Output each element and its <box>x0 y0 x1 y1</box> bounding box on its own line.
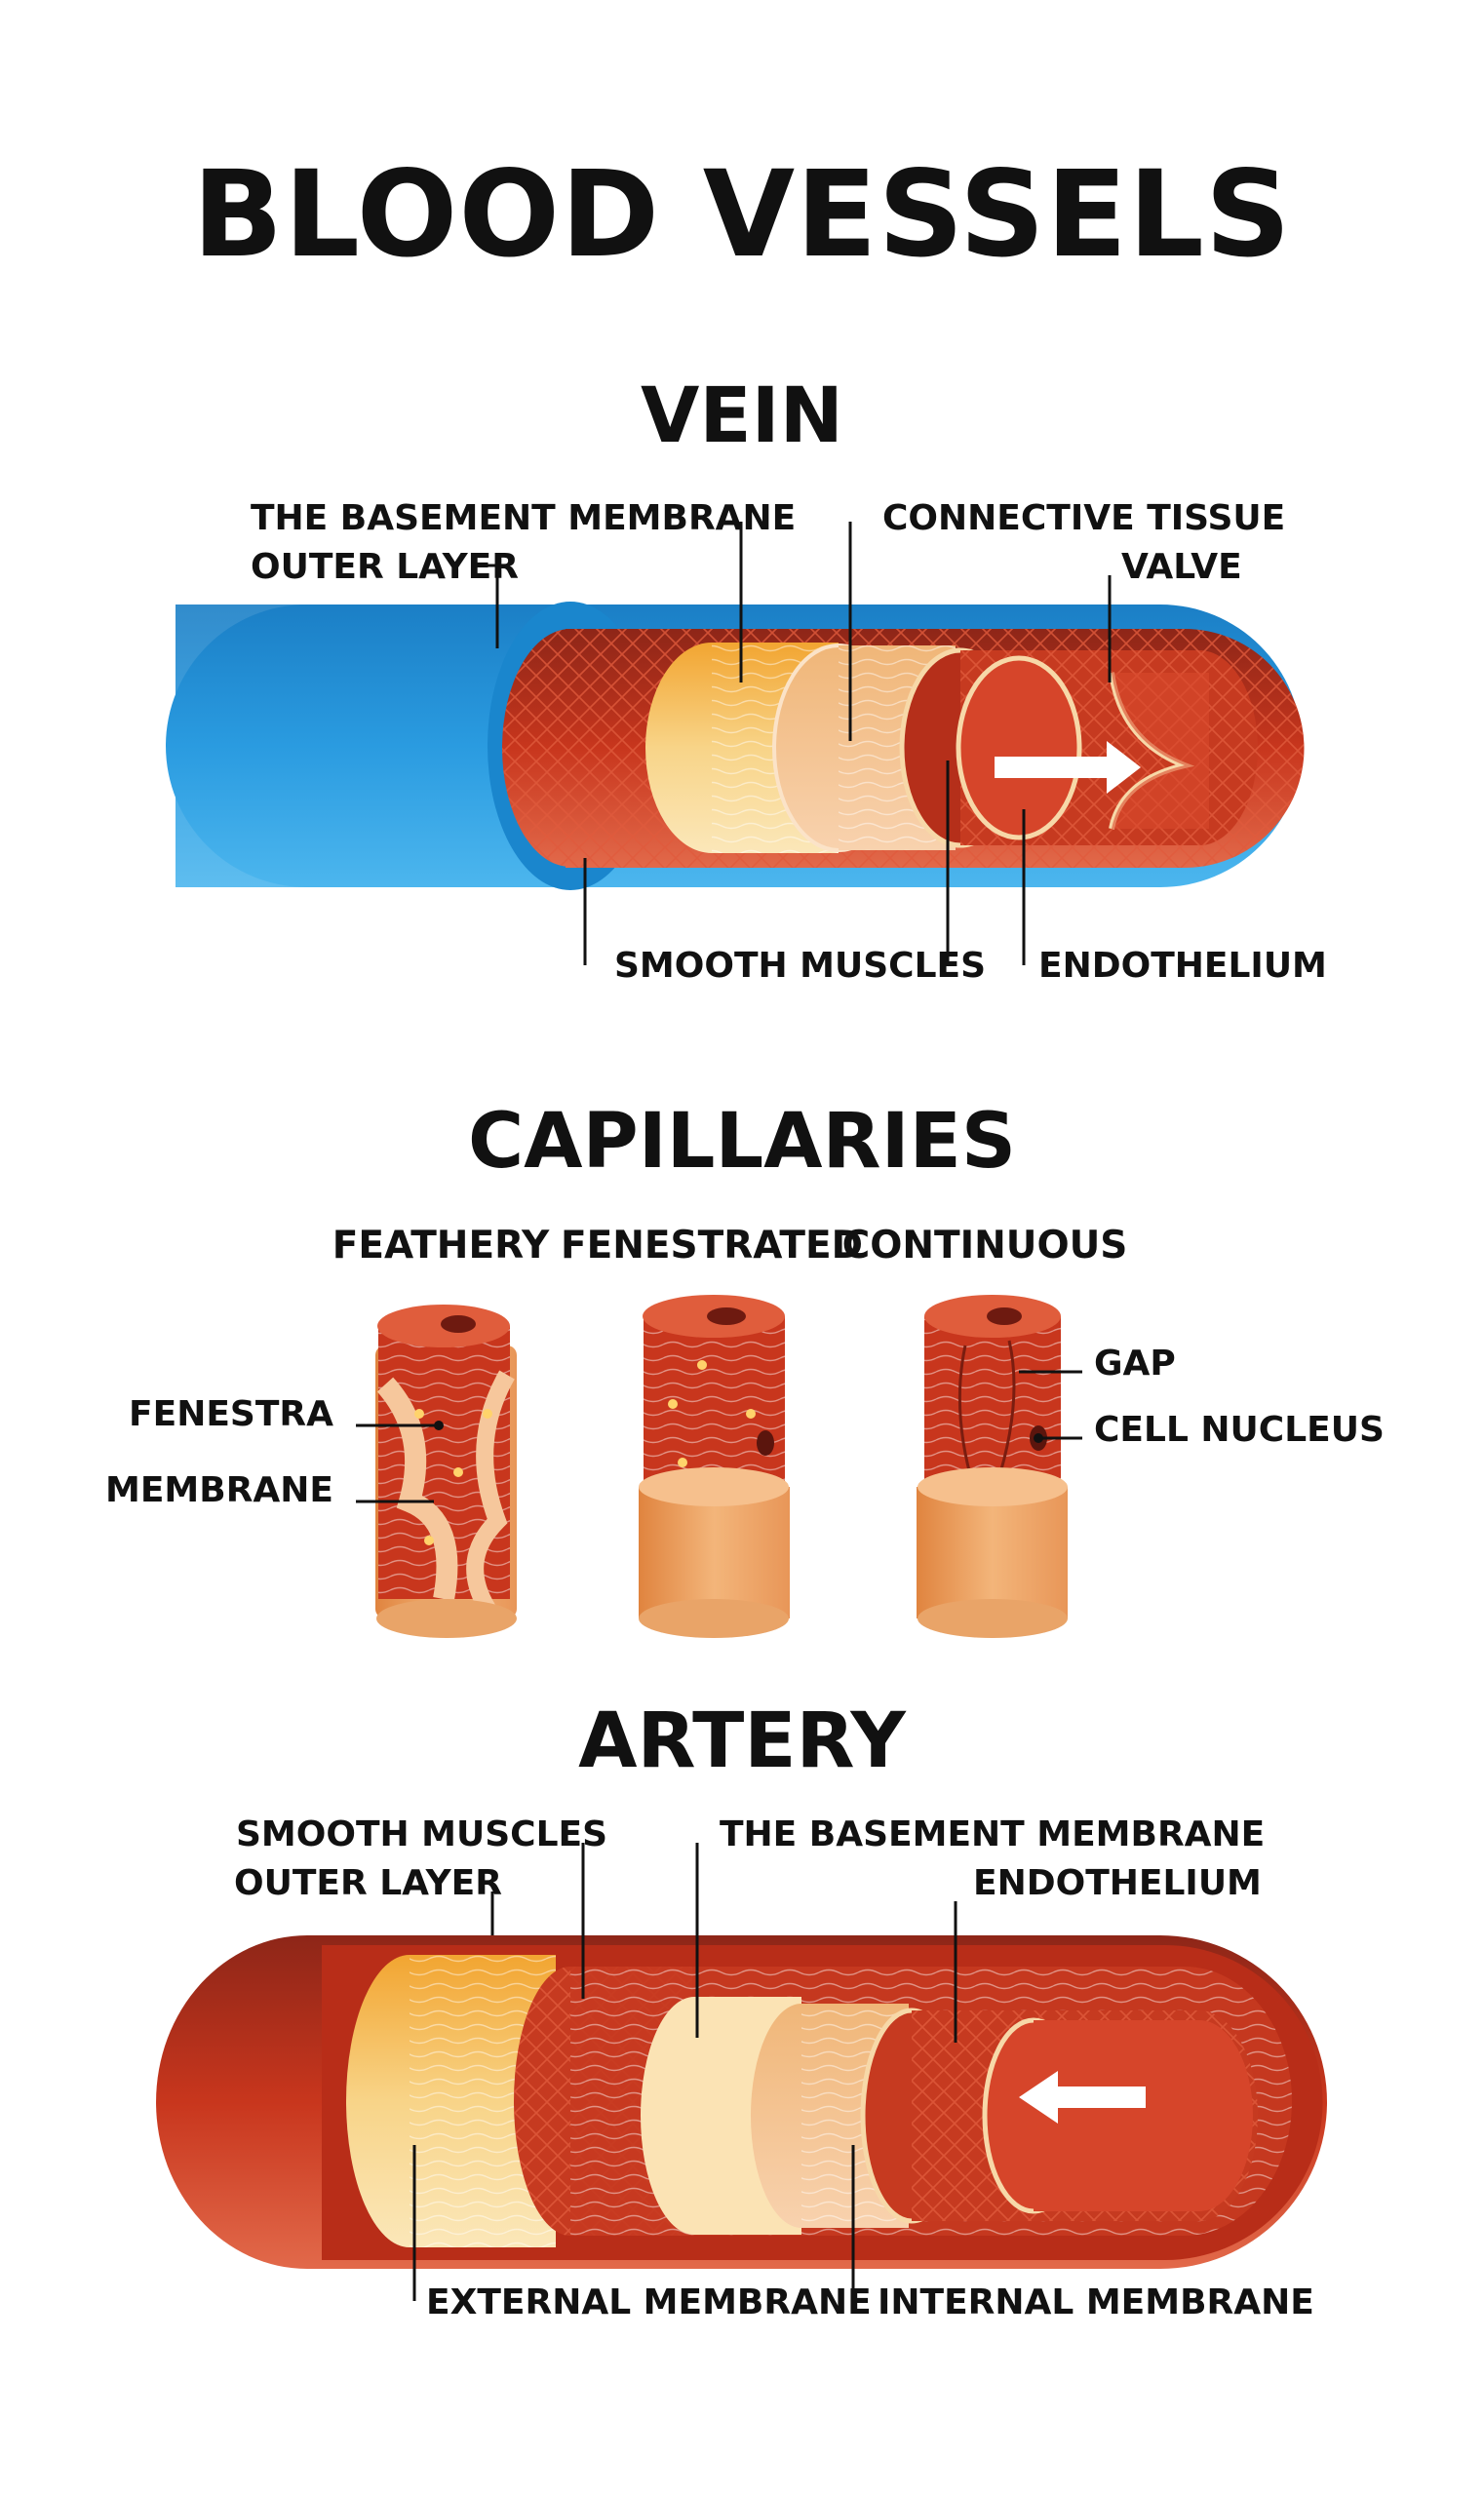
vein-flow-arrow-icon <box>995 741 1141 794</box>
capillaries-section: CAPILLARIES FEATHERY FENESTRATED CONTINU… <box>105 1098 1385 1638</box>
vein-label-outer-layer: OUTER LAYER <box>251 547 519 587</box>
capillary-label-membrane: MEMBRANE <box>105 1470 333 1510</box>
artery-illustration <box>156 1935 1327 2269</box>
vein-label-endothelium: ENDOTHELIUM <box>1038 946 1327 986</box>
capillary-continuous-illustration <box>917 1295 1068 1638</box>
capillary-label-fenestra: FENESTRA <box>129 1394 333 1434</box>
artery-flow-arrow-icon <box>1019 2071 1146 2124</box>
artery-label-smooth-muscles: SMOOTH MUSCLES <box>236 1814 607 1854</box>
artery-section: ARTERY <box>156 1697 1327 2322</box>
artery-label-outer-layer: OUTER LAYER <box>234 1863 502 1903</box>
artery-label-endothelium: ENDOTHELIUM <box>973 1863 1262 1903</box>
artery-heading: ARTERY <box>578 1697 907 1785</box>
vein-label-valve: VALVE <box>1121 547 1242 587</box>
vein-label-basement-membrane: THE BASEMENT MEMBRANE <box>251 498 796 538</box>
capillary-label-cell-nucleus: CELL NUCLEUS <box>1094 1410 1385 1450</box>
capillary-type-fenestrated: FENESTRATED <box>561 1224 863 1268</box>
vein-label-connective-tissue: CONNECTIVE TISSUE <box>882 498 1285 538</box>
capillaries-heading: CAPILLARIES <box>468 1098 1016 1186</box>
capillary-feathery-illustration <box>375 1305 517 1638</box>
artery-label-basement-membrane: THE BASEMENT MEMBRANE <box>720 1814 1265 1854</box>
artery-label-external-membrane: EXTERNAL MEMBRANE <box>426 2282 872 2322</box>
capillary-label-gap: GAP <box>1094 1344 1176 1384</box>
vein-heading: VEIN <box>641 372 843 460</box>
vein-label-smooth-muscles: SMOOTH MUSCLES <box>614 946 986 986</box>
capillary-fenestrated-illustration <box>639 1295 790 1638</box>
vein-illustration <box>166 602 1305 890</box>
page-title: BLOOD VESSELS <box>192 145 1292 284</box>
artery-label-internal-membrane: INTERNAL MEMBRANE <box>878 2282 1314 2322</box>
capillary-type-continuous: CONTINUOUS <box>842 1224 1128 1268</box>
capillary-type-feathery: FEATHERY <box>332 1224 550 1268</box>
vein-section: VEIN <box>166 372 1327 986</box>
